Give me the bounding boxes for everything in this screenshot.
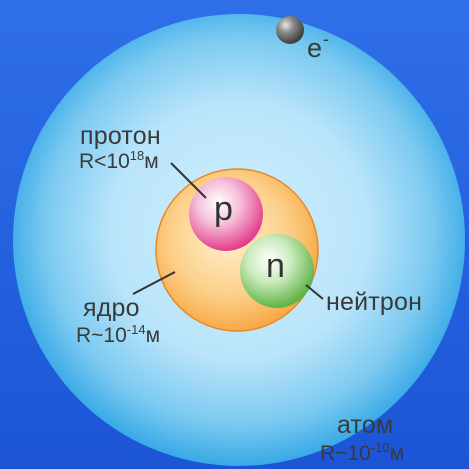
atom-radius: R~10-10м [320,440,405,465]
neutron-label: нейтрон [326,288,423,316]
atom-radius-base: R~10 [320,442,371,465]
proton-leader-line [170,162,207,199]
electron-symbol: e [307,33,323,63]
proton-label: протон [80,122,161,150]
nucleus-leader-line [132,271,176,295]
nucleus-radius-exponent: -14 [126,322,146,337]
nucleus-radius: R~10-14м [76,322,161,347]
atom-radius-unit: м [389,442,405,465]
proton-radius-exponent: 18 [129,148,145,163]
atom-radius-exponent: -10 [370,440,390,455]
electron-charge: - [323,29,330,49]
nucleus-radius-base: R~10 [76,324,127,347]
nucleus-label: ядро [83,294,140,322]
electron-label: e- [307,30,329,63]
electron [276,16,304,44]
proton-radius-unit: м [144,150,159,173]
proton [189,177,263,251]
neutron-letter: n [266,247,285,285]
nucleus-radius-unit: м [145,324,161,347]
atom-label: атом [337,411,394,439]
proton-radius-base: R<10 [79,150,130,173]
neutron [240,234,314,308]
proton-radius: R<1018м [79,148,159,173]
neutron-leader-line [305,284,324,300]
proton-letter: p [214,190,233,228]
